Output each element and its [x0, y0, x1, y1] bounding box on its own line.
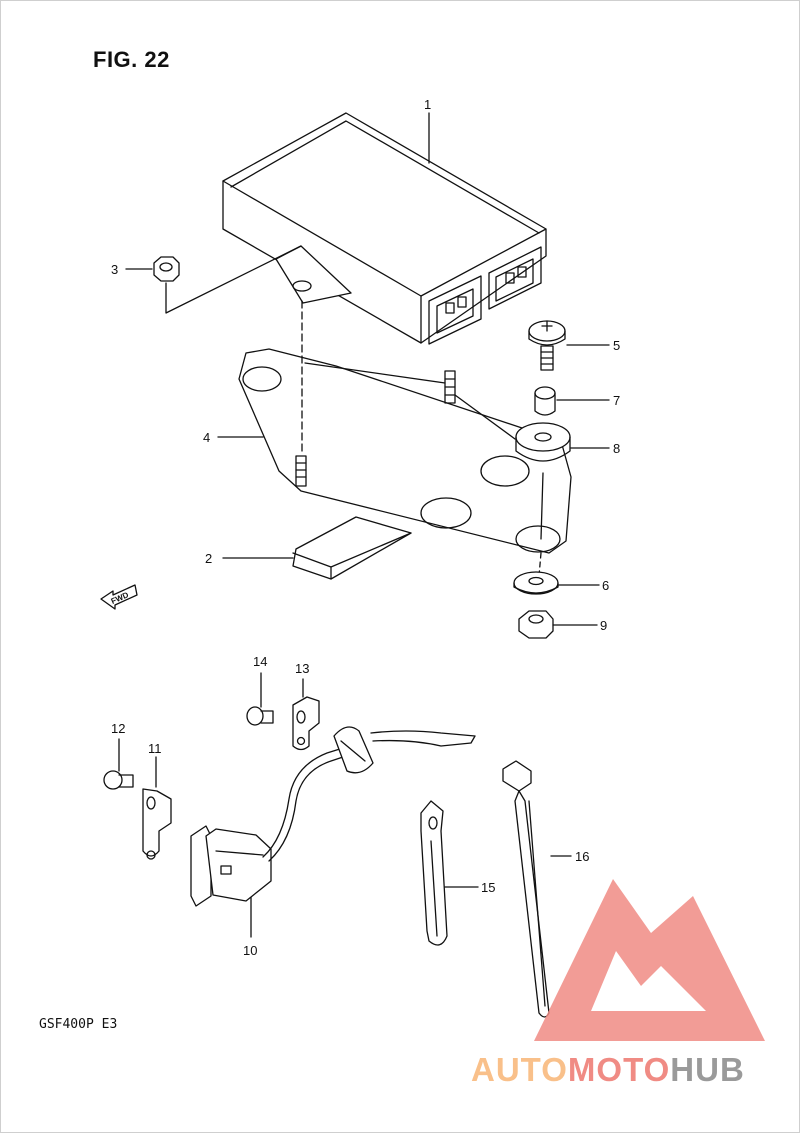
part-5-bolt [528, 320, 566, 371]
callout-4: 4 [203, 430, 210, 445]
dash-line-grommet [540, 472, 544, 540]
callout-11: 11 [148, 741, 162, 756]
callout-5: 5 [613, 338, 620, 353]
part-12-screw [103, 770, 134, 790]
watermark-part-c: HUB [670, 1051, 745, 1088]
callout-14: 14 [253, 654, 267, 669]
part-13-clamp [292, 696, 320, 751]
callout-8: 8 [613, 441, 620, 456]
callout-12: 12 [111, 721, 125, 736]
part-6-washer [513, 571, 559, 595]
stud-front [295, 455, 307, 487]
callout-15: 15 [481, 880, 495, 895]
callout-3: 3 [111, 262, 118, 277]
dash-line-stud-rear [304, 362, 516, 440]
callout-16: 16 [575, 849, 589, 864]
callout-10: 10 [243, 943, 257, 958]
callout-9: 9 [600, 618, 607, 633]
part-7-collar [534, 386, 556, 416]
part-8-grommet [515, 422, 571, 462]
leader-lines [118, 112, 610, 938]
part-16-cable-tie [502, 760, 550, 1018]
callout-13: 13 [295, 661, 309, 676]
stud-rear [444, 370, 456, 404]
leader-3 [165, 245, 302, 314]
callout-1: 1 [424, 97, 431, 112]
callout-2: 2 [205, 551, 212, 566]
figure-title: FIG. 22 [93, 47, 170, 72]
watermark-part-b: MOTO [567, 1051, 671, 1088]
part-15-clamp-strip [420, 800, 448, 946]
watermark-text: AUTOMOTOHUB [471, 1051, 745, 1089]
part-11-clamp [142, 788, 172, 860]
part-4-plate [238, 348, 572, 554]
callout-6: 6 [602, 578, 609, 593]
fwd-arrow [100, 584, 138, 610]
part-14-screw [246, 706, 274, 726]
part-1-igniter-unit [222, 112, 547, 345]
watermark-part-a: AUTO [471, 1051, 568, 1088]
model-code: GSF400P E3 [39, 1017, 118, 1032]
part-3-nut [153, 256, 180, 282]
callout-7: 7 [613, 393, 620, 408]
watermark-logo-icon [534, 879, 765, 1041]
part-9-nut [518, 610, 554, 639]
part-10-sensor [190, 726, 476, 907]
part-2-pad [292, 516, 412, 580]
